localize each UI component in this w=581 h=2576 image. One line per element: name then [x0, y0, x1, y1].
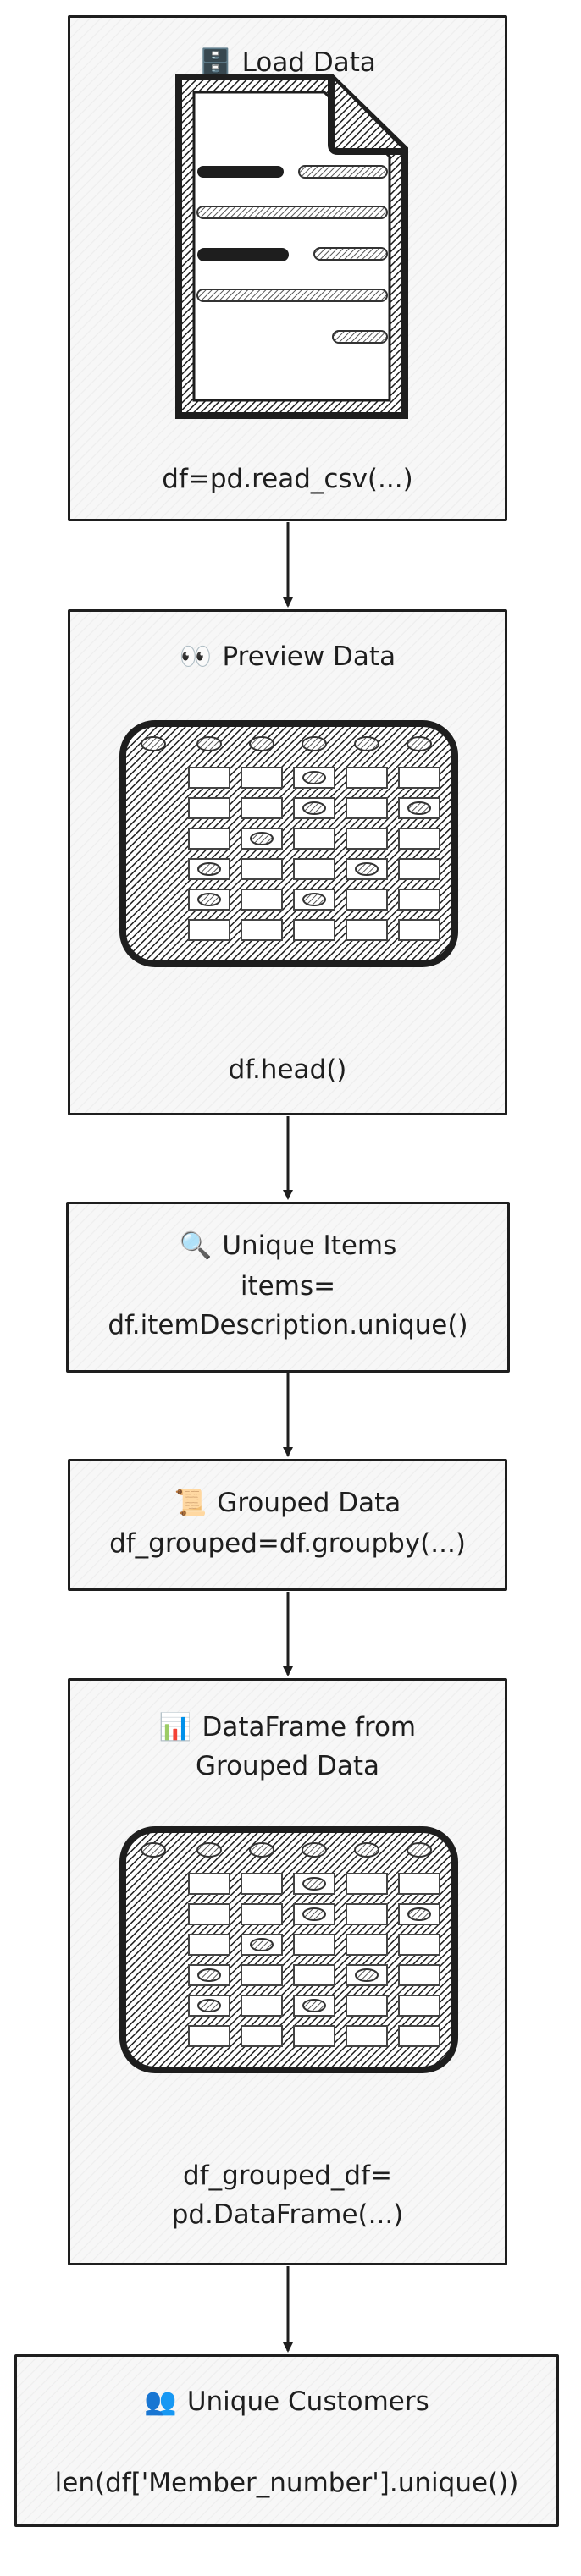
- node-unique-customers-title: 👥 Unique Customers: [17, 2382, 556, 2421]
- node-preview-data-code: df.head(): [228, 1054, 347, 1085]
- magnifier-icon: 🔍: [179, 1230, 213, 1261]
- file-cabinet-icon: 🗄️: [199, 47, 232, 78]
- scroll-icon: 📜: [174, 1488, 208, 1518]
- node-grouped-data-title: 📜 Grouped Data: [70, 1483, 505, 1522]
- node-dataframe-label-1: DataFrame from: [202, 1712, 417, 1742]
- node-dataframe-title-2: Grouped Data: [196, 1751, 379, 1781]
- node-unique-customers[interactable]: 👥 Unique Customers len(df['Member_number'…: [14, 2354, 559, 2527]
- eyes-icon: 👀: [179, 641, 213, 672]
- node-grouped-data-label: Grouped Data: [217, 1488, 401, 1518]
- node-load-data-code: df=pd.read_csv(...): [162, 464, 413, 494]
- node-preview-data-title: 👀 Preview Data: [70, 637, 505, 676]
- document-icon: [175, 74, 408, 419]
- node-unique-customers-label: Unique Customers: [186, 2386, 429, 2417]
- node-unique-items-label: Unique Items: [222, 1230, 397, 1261]
- node-unique-items-code-1: items=: [240, 1271, 336, 1302]
- node-grouped-data[interactable]: 📜 Grouped Data df_grouped=df.groupby(...): [68, 1459, 507, 1591]
- node-dataframe-title-1: 📊 DataFrame from: [70, 1708, 505, 1747]
- node-dataframe-code-1: df_grouped_df=: [183, 2160, 392, 2191]
- node-grouped-data-code: df_grouped=df.groupby(...): [109, 1528, 466, 1559]
- node-unique-items[interactable]: 🔍 Unique Items items= df.itemDescription.…: [66, 1202, 510, 1373]
- node-load-data[interactable]: 🗄️ Load Data df=pd.read_csv(...): [68, 15, 507, 521]
- node-unique-items-code-2: df.itemDescription.unique(): [108, 1310, 468, 1340]
- node-unique-items-title: 🔍 Unique Items: [69, 1226, 507, 1265]
- people-icon: 👥: [144, 2386, 177, 2417]
- node-load-data-title: 🗄️ Load Data: [70, 43, 505, 82]
- node-preview-data[interactable]: 👀 Preview Data df.head(): [68, 609, 507, 1115]
- bar-chart-icon: 📊: [158, 1712, 192, 1742]
- node-dataframe-code-2: pd.DataFrame(...): [171, 2199, 404, 2230]
- node-dataframe[interactable]: 📊 DataFrame from Grouped Data df_grouped_…: [68, 1678, 507, 2265]
- node-preview-data-label: Preview Data: [222, 641, 396, 672]
- node-load-data-label: Load Data: [241, 47, 376, 78]
- node-unique-customers-code: len(df['Member_number'].unique()): [54, 2468, 519, 2498]
